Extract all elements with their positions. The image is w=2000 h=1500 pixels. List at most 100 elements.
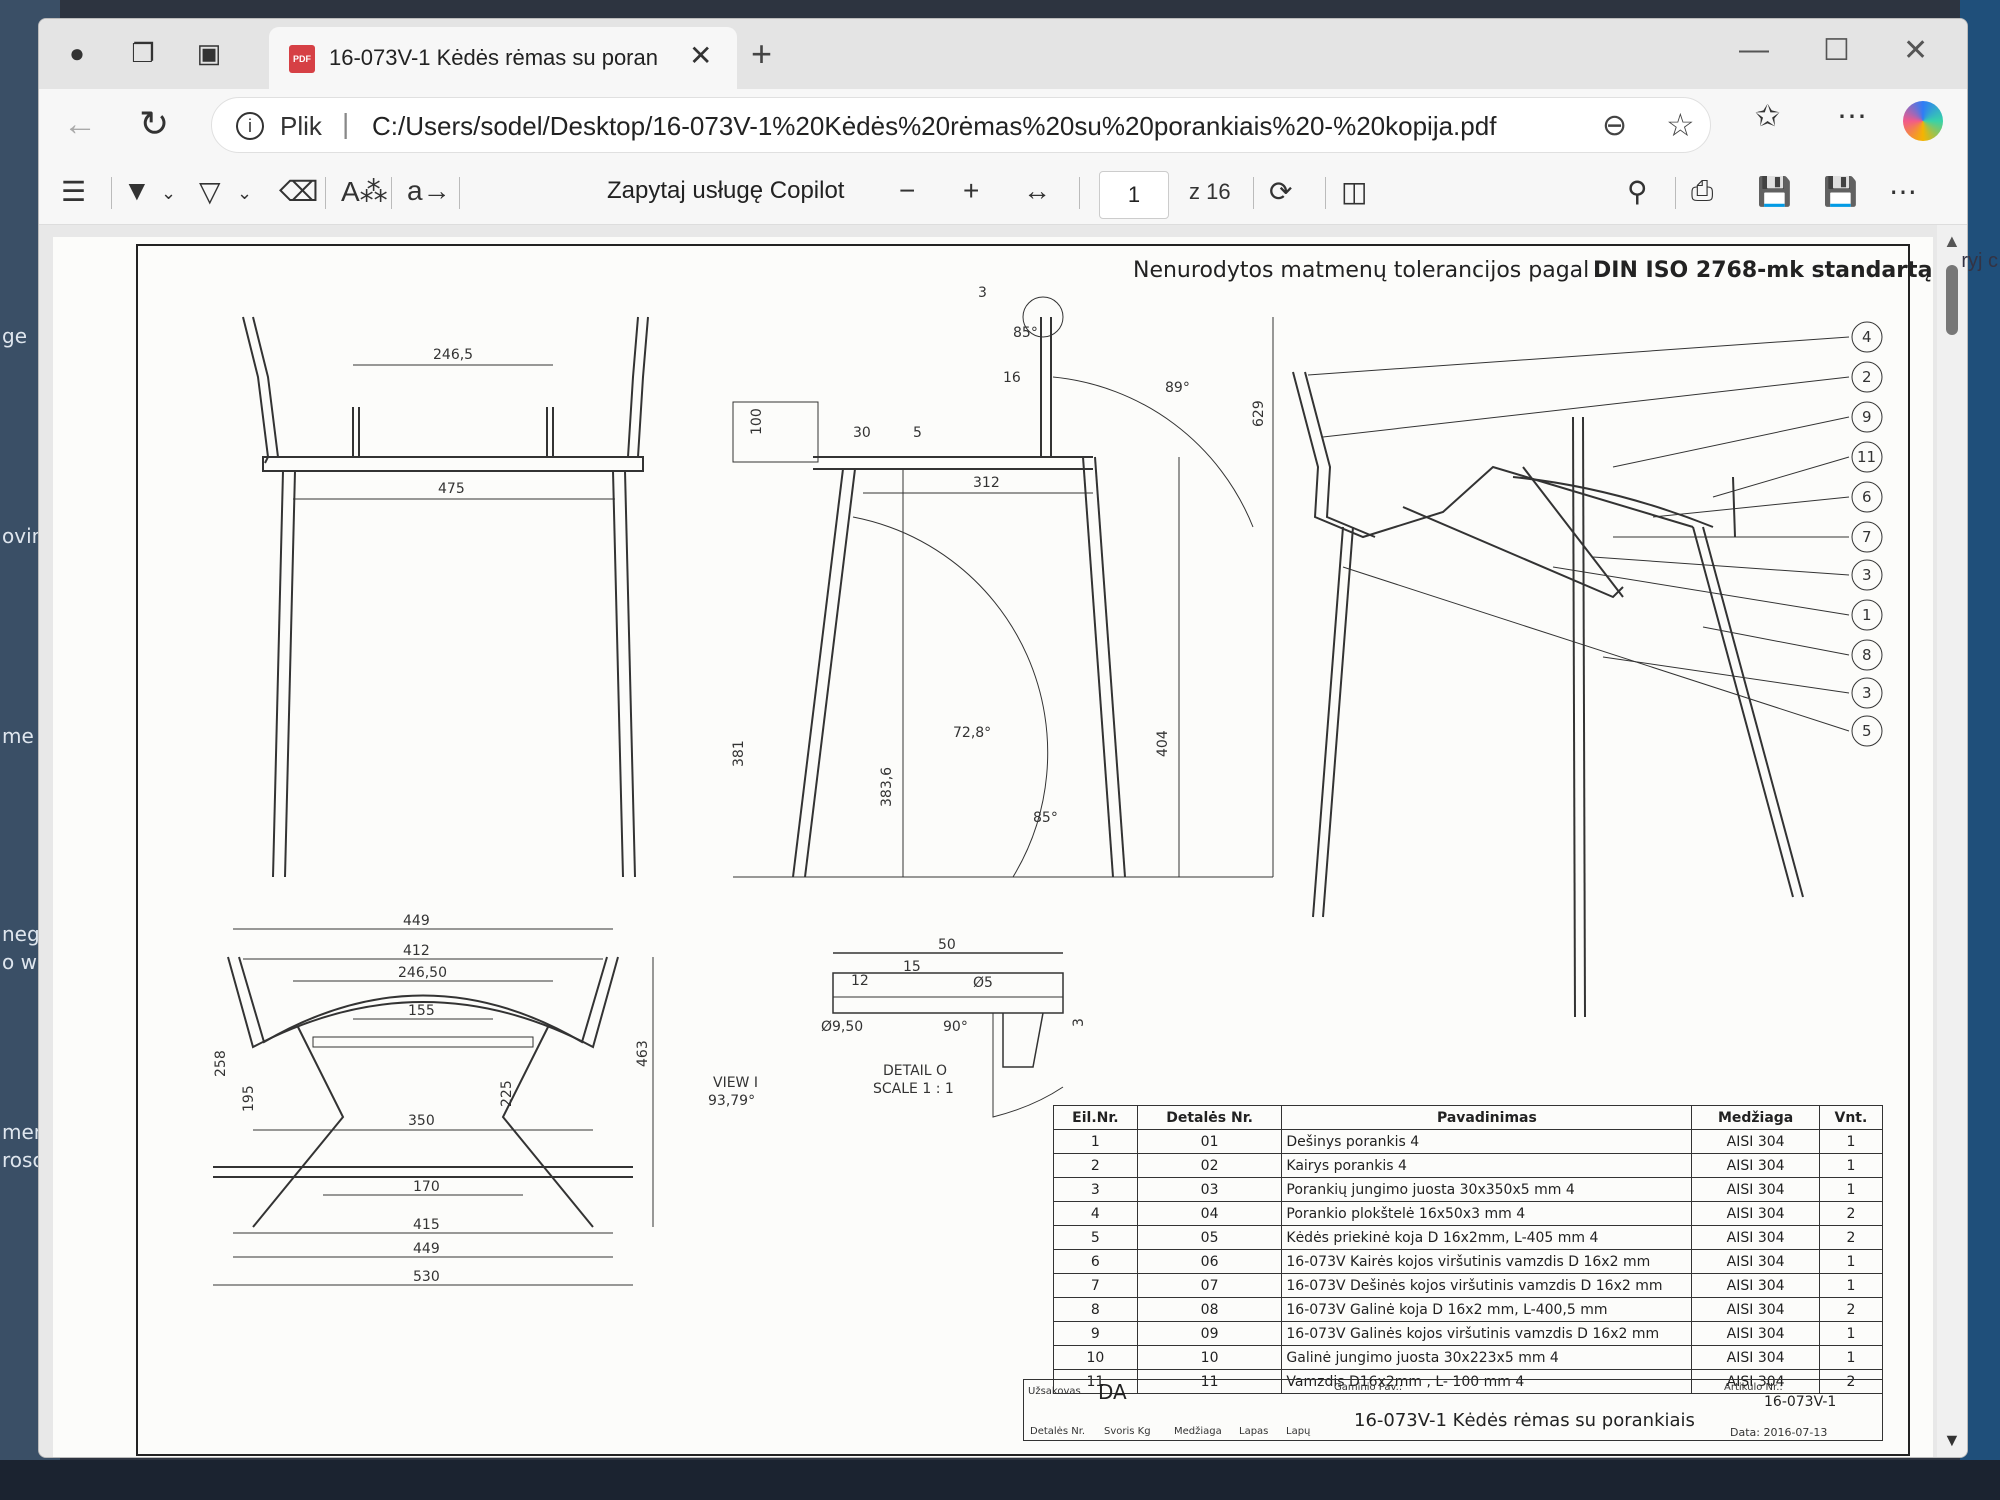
- zoom-out-icon[interactable]: ⊖: [1602, 109, 1628, 142]
- cell-item-number: 6: [1053, 1249, 1138, 1274]
- address-bar[interactable]: i Plik | C:/Users/sodel/Desktop/16-073V-…: [211, 97, 1711, 153]
- minimize-icon[interactable]: —: [1739, 33, 1769, 66]
- profile-icon[interactable]: ●: [69, 37, 85, 68]
- scroll-up-icon[interactable]: ▲: [1943, 231, 1961, 251]
- cell-part-number: 10: [1136, 1345, 1283, 1370]
- dimension-label: 449: [413, 1241, 440, 1257]
- technical-drawing: Nenurodytos matmenų tolerancijos pagal D…: [136, 244, 1932, 1456]
- rotate-icon[interactable]: ⟳: [1269, 176, 1293, 207]
- back-arrow-icon[interactable]: ←: [63, 105, 97, 143]
- cell-part-number: 07: [1136, 1273, 1283, 1298]
- dimension-label: 463: [635, 1040, 651, 1067]
- scroll-down-icon[interactable]: ▼: [1943, 1430, 1961, 1450]
- scrollbar-thumb[interactable]: [1946, 265, 1958, 335]
- toolbar-separator: [325, 177, 326, 209]
- dimension-label: 12: [851, 973, 869, 989]
- save-icon[interactable]: 💾: [1757, 176, 1792, 207]
- dimension-label: 155: [408, 1003, 435, 1019]
- zoom-out-icon[interactable]: −: [899, 175, 916, 206]
- footer-label: Lapas: [1239, 1426, 1269, 1437]
- dimension-label: 90°: [943, 1019, 968, 1035]
- translate-icon[interactable]: a→: [407, 175, 451, 206]
- balloon-label: 5: [1862, 722, 1872, 740]
- footer-label: Svoris Kg: [1104, 1426, 1151, 1437]
- vertical-tabs-icon[interactable]: ▣: [196, 37, 222, 68]
- cell-item-number: 2: [1053, 1153, 1138, 1178]
- table-header-row: Eil.Nr. Detalės Nr. Pavadinimas Medžiaga…: [1053, 1105, 1884, 1130]
- chevron-down-icon[interactable]: ⌄: [237, 183, 253, 203]
- cell-item-number: 1: [1053, 1129, 1138, 1154]
- dimension-label: 100: [749, 408, 765, 435]
- fit-width-icon[interactable]: ↔: [1023, 175, 1051, 206]
- vertical-scrollbar[interactable]: ▲ ▼: [1937, 225, 1967, 1457]
- new-tab-icon[interactable]: +: [751, 33, 773, 74]
- chevron-down-icon[interactable]: ⌄: [161, 183, 177, 203]
- toolbar-separator: [1253, 177, 1254, 209]
- footer-label: Lapų: [1286, 1426, 1311, 1437]
- tab-active[interactable]: PDF 16-073V-1 Kėdės rėmas su poran ✕: [269, 27, 737, 89]
- drawing-date: Data: 2016-07-13: [1730, 1426, 1828, 1439]
- maximize-icon[interactable]: ☐: [1823, 34, 1850, 67]
- print-icon[interactable]: ⎙: [1691, 175, 1714, 206]
- balloon-label: 4: [1862, 328, 1872, 346]
- info-icon[interactable]: i: [236, 112, 264, 140]
- table-row: 9 09 16-073V Galinės kojos viršutinis va…: [1053, 1321, 1884, 1346]
- draw-icon[interactable]: ▽: [199, 176, 221, 207]
- dimension-label: 30: [853, 425, 871, 441]
- cell-part-name: 16-073V Kairės kojos viršutinis vamzdis …: [1281, 1249, 1693, 1274]
- pdf-viewer[interactable]: Nenurodytos matmenų tolerancijos pagal D…: [39, 225, 1967, 1457]
- table-row: 2 02 Kairys porankis 4 AISI 304 1: [1053, 1153, 1884, 1178]
- product-label: Gaminio Pav.:: [1334, 1382, 1403, 1393]
- dimension-label: 475: [438, 481, 465, 497]
- workspaces-icon[interactable]: ❐: [131, 37, 155, 68]
- top-view: [213, 928, 654, 1286]
- pdf-page: Nenurodytos matmenų tolerancijos pagal D…: [53, 237, 1933, 1457]
- balloon-label: 9: [1862, 408, 1872, 426]
- parts-list-table: Eil.Nr. Detalės Nr. Pavadinimas Medžiaga…: [1053, 1105, 1884, 1394]
- cell-item-number: 8: [1053, 1297, 1138, 1322]
- close-window-icon[interactable]: ✕: [1903, 34, 1929, 67]
- dimension-label: 5: [913, 425, 922, 441]
- cell-quantity: 1: [1818, 1177, 1884, 1202]
- cell-part-name: Vamzdis D16x2mm , L- 100 mm 4: [1281, 1369, 1693, 1394]
- cell-item-number: 11: [1053, 1369, 1138, 1394]
- zoom-in-icon[interactable]: +: [963, 175, 980, 206]
- more-menu-icon[interactable]: ⋯: [1837, 100, 1867, 133]
- page-total: z 16: [1189, 179, 1231, 204]
- tab-close-icon[interactable]: ✕: [689, 40, 713, 71]
- favorite-star-icon[interactable]: ☆: [1666, 107, 1695, 143]
- dimension-label: 312: [973, 475, 1000, 491]
- cell-item-number: 10: [1053, 1345, 1138, 1370]
- read-aloud-icon[interactable]: A⁂: [341, 176, 388, 207]
- cell-part-number: 11: [1136, 1369, 1283, 1394]
- table-row: 5 05 Kėdės priekinė koja D 16x2mm, L-405…: [1053, 1225, 1884, 1250]
- dimension-label: 629: [1251, 400, 1267, 427]
- balloon-label: 2: [1862, 368, 1872, 386]
- cell-item-number: 7: [1053, 1273, 1138, 1298]
- highlight-icon[interactable]: ▼: [123, 175, 151, 206]
- dimension-label: 16: [1003, 370, 1021, 386]
- url-text[interactable]: C:/Users/sodel/Desktop/16-073V-1%20Kėdės…: [372, 111, 1497, 141]
- search-icon[interactable]: ⚲: [1627, 176, 1648, 207]
- page-view-icon[interactable]: ◫: [1341, 176, 1368, 207]
- reload-icon[interactable]: ↻: [139, 103, 170, 144]
- column-header: Eil.Nr.: [1053, 1105, 1138, 1130]
- eraser-icon[interactable]: ⌫: [279, 176, 319, 207]
- favorites-icon[interactable]: ✩: [1755, 100, 1781, 133]
- table-row: 10 10 Galinė jungimo juosta 30x223x5 mm …: [1053, 1345, 1884, 1370]
- ask-copilot-button[interactable]: Zapytaj usługę Copilot: [607, 177, 845, 204]
- copilot-icon[interactable]: [1903, 101, 1943, 141]
- dimension-label: Ø9,50: [821, 1019, 863, 1035]
- page-number-input[interactable]: 1: [1099, 171, 1169, 219]
- desktop-text-fragment: ovin: [2, 524, 45, 548]
- detail-scale: SCALE 1 : 1: [873, 1081, 954, 1097]
- contents-list-icon[interactable]: ☰: [61, 176, 87, 207]
- tolerance-note: Nenurodytos matmenų tolerancijos pagal: [1133, 258, 1589, 283]
- cell-part-number: 02: [1136, 1153, 1283, 1178]
- more-options-icon[interactable]: ⋯: [1889, 176, 1917, 207]
- scheme-label: Plik: [280, 111, 322, 141]
- title-block: Užsakovas DA Gaminio Pav.: 16-073V-1 Kėd…: [1023, 1379, 1883, 1441]
- save-as-icon[interactable]: 💾: [1823, 176, 1858, 207]
- desktop-text-fragment: ryj c: [1961, 250, 1998, 272]
- toolbar-separator: [1675, 177, 1676, 209]
